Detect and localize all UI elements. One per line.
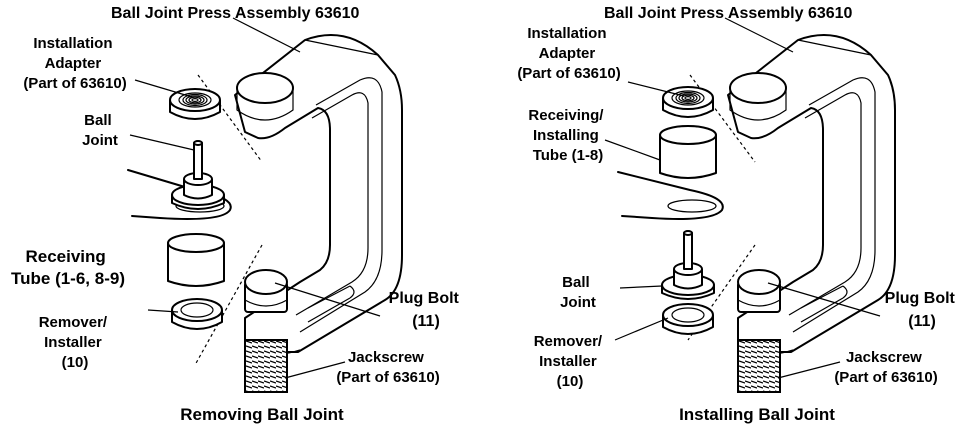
label-ball-joint: Ball Joint bbox=[560, 274, 596, 311]
press-frame bbox=[727, 34, 896, 393]
label-jackscrew: Jackscrew (Part of 63610) bbox=[834, 349, 937, 386]
label-remover-installer: Remover/ Installer (10) bbox=[39, 314, 112, 371]
ball-joint bbox=[661, 230, 715, 300]
label-remover-installer: Remover/ Installer (10) bbox=[534, 333, 607, 390]
ball-joint bbox=[171, 140, 225, 210]
panel-removing: Ball Joint Press Assembly 63610 Installa… bbox=[11, 5, 464, 424]
label-ball-joint: Ball Joint bbox=[82, 112, 118, 149]
alignment-line bbox=[197, 74, 263, 163]
label-assembly: Ball Joint Press Assembly 63610 bbox=[604, 5, 853, 22]
label-plug-bolt: Plug Bolt (11) bbox=[389, 290, 464, 330]
press-frame bbox=[234, 34, 403, 393]
label-installation-adapter: Installation Adapter (Part of 63610) bbox=[23, 35, 126, 92]
remover-installer bbox=[171, 298, 223, 330]
caption-installing: Installing Ball Joint bbox=[679, 405, 835, 424]
remover-installer bbox=[662, 303, 714, 335]
receiving-installing-tube bbox=[659, 125, 717, 179]
label-jackscrew: Jackscrew (Part of 63610) bbox=[336, 349, 439, 386]
label-assembly: Ball Joint Press Assembly 63610 bbox=[111, 5, 360, 22]
receiving-tube bbox=[167, 233, 225, 287]
panel-installing: Ball Joint Press Assembly 63610 Installa… bbox=[517, 5, 960, 424]
alignment-line bbox=[194, 244, 263, 366]
label-receiving-installing-tube: Receiving/ Installing Tube (1-8) bbox=[528, 107, 607, 164]
control-arm bbox=[617, 171, 724, 220]
label-installation-adapter: Installation Adapter (Part of 63610) bbox=[517, 25, 620, 82]
label-plug-bolt: Plug Bolt (11) bbox=[885, 290, 960, 330]
caption-removing: Removing Ball Joint bbox=[180, 405, 344, 424]
label-receiving-tube: Receiving Tube (1-6, 8-9) bbox=[11, 247, 125, 288]
